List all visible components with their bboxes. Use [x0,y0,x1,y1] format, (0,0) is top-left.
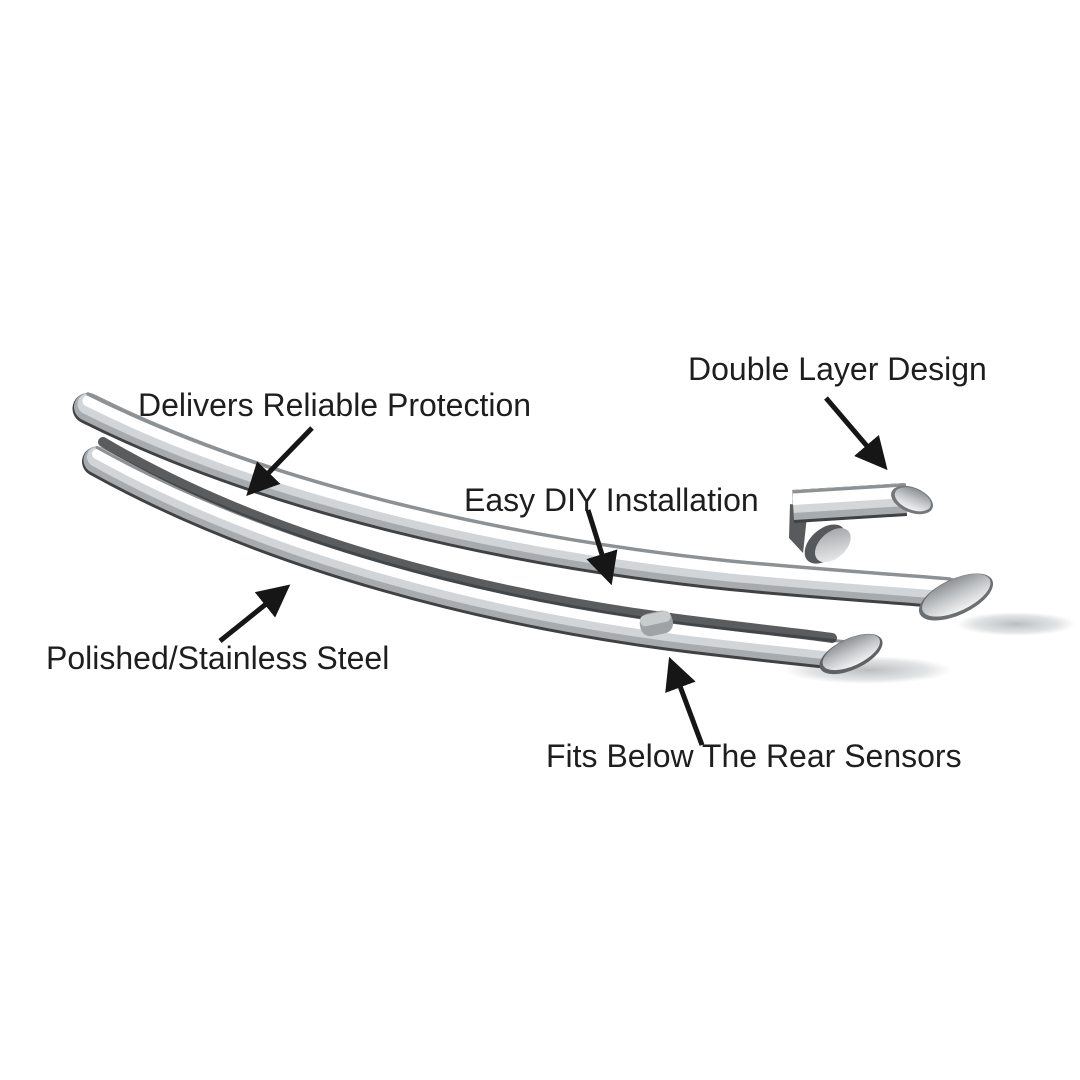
inset-upper-tube-cap [891,485,933,515]
double-layer-inset [789,480,933,564]
callout-label-fits-below-rear-sensors: Fits Below The Rear Sensors [546,738,962,774]
mounting-tab [639,610,674,637]
callout-label-double-layer-design: Double Layer Design [688,351,987,387]
arrow-easy-diy-installation [585,509,618,586]
lower-bar-end-cap [819,633,883,675]
arrow-polished-stainless-steel [218,584,291,643]
inset-upper-tube [793,485,906,507]
callout-label-delivers-protection: Delivers Reliable Protection [138,387,532,423]
callout-arrows [218,396,888,746]
arrow-double-layer-design [824,396,888,471]
arrow-fits-below-rear-sensors [665,656,705,746]
upper-bar-end-cap [918,573,994,621]
callout-label-polished-stainless-steel: Polished/Stainless Steel [46,640,390,676]
arrow-delivers-protection [246,426,314,496]
callout-label-easy-diy-installation: Easy DIY Installation [464,482,759,518]
inset-lower-tube-end [804,524,851,564]
